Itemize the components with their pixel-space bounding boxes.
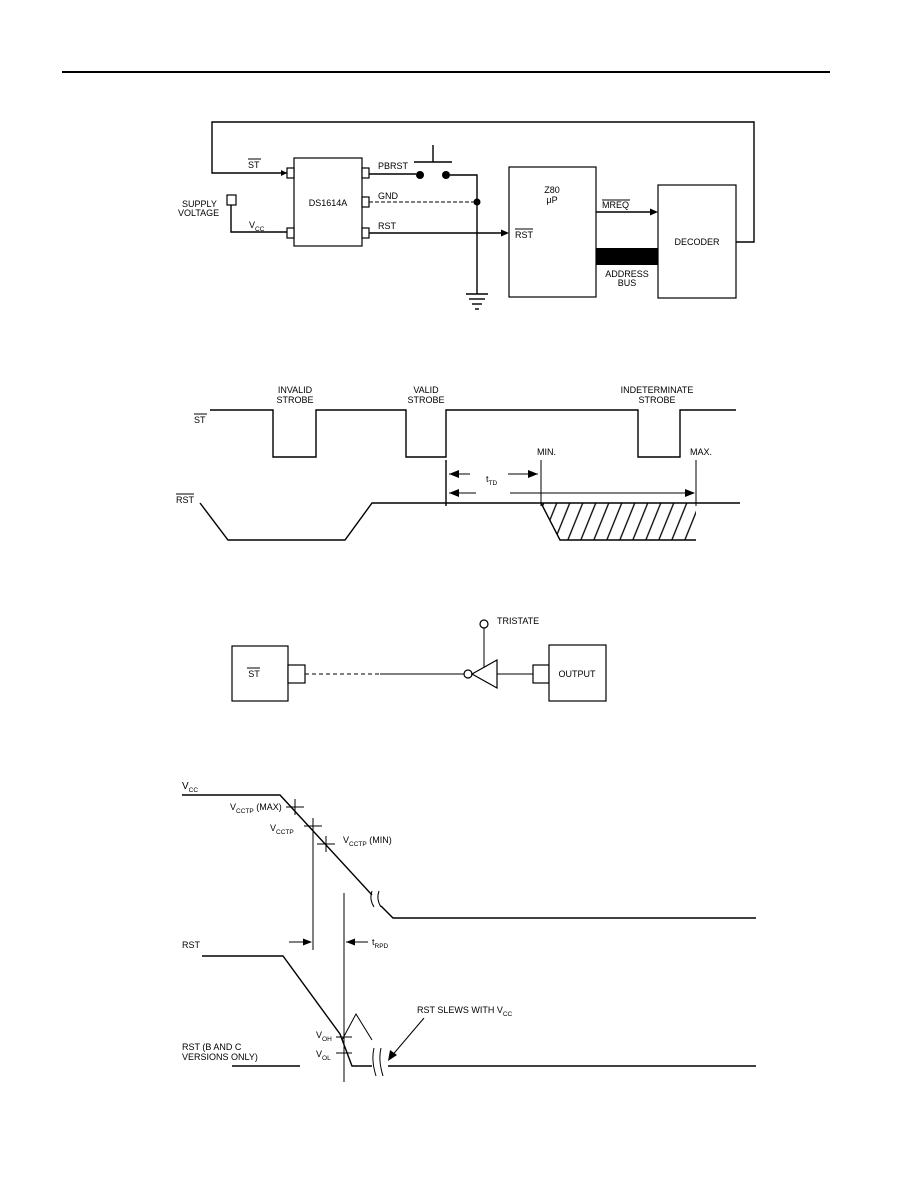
st-signal-label: ST [194, 415, 206, 425]
decoder-to-st-wire [211, 121, 755, 243]
ds1614a-chip [293, 157, 363, 247]
tristate-diagram: ST TRISTATE OUTPUT [231, 616, 607, 702]
decoder-label: DECODER [674, 237, 720, 247]
cpu-label: Z80 [544, 185, 560, 195]
mreq-label: MREQ [602, 200, 629, 210]
invalid-strobe-label-2: STROBE [276, 395, 313, 405]
slews-label: RST SLEWS WITH VCC [417, 1005, 513, 1018]
trpd-label: tRPD [372, 937, 389, 950]
min-label: MIN. [537, 447, 556, 457]
pin-pbrst [361, 167, 370, 179]
gnd-label: GND [378, 191, 399, 201]
cpu-label-2: μP [546, 195, 557, 205]
ttd-label: tTD [486, 474, 497, 487]
indeterminate-region [541, 503, 696, 540]
st-block-label: ST [248, 669, 260, 679]
vcc-pin-label: VCC [249, 220, 265, 233]
indeterminate-strobe-label-2: STROBE [638, 395, 675, 405]
ttd-min-left-arrowhead [449, 470, 459, 478]
invalid-strobe-label: INVALID [278, 385, 313, 395]
output-block [548, 644, 607, 702]
valid-strobe-label-2: STROBE [407, 395, 444, 405]
rst-break-mark [372, 1047, 384, 1077]
pushbutton-contact-right [442, 171, 450, 179]
power-down-timing-diagram: VCC VCCTP (MAX) VCCTP VCCTP (MIN) tRPD R… [182, 781, 756, 1082]
pin-rst [361, 227, 370, 239]
application-circuit-diagram: ST SUPPLY VOLTAGE VCC DS1614A PBRST GND … [178, 121, 755, 310]
z80-cpu [508, 166, 597, 298]
ttd-max-left-arrowhead [449, 489, 459, 497]
indeterminate-strobe-label: INDETERMINATE [621, 385, 694, 395]
pin-vcc [286, 227, 295, 239]
chip-label: DS1614A [309, 198, 348, 208]
st-block-pin [287, 664, 306, 684]
st-arrow [281, 170, 287, 176]
vcctp-label: VCCTP [270, 823, 294, 836]
rst-waveform [199, 502, 541, 541]
valid-strobe-label: VALID [413, 385, 439, 395]
pin-gnd [361, 196, 370, 208]
tristate-label: TRISTATE [497, 616, 539, 626]
ttd-min-right-arrowhead [528, 470, 538, 478]
max-label: MAX. [690, 447, 712, 457]
rst-arrow [501, 229, 509, 237]
st-label: ST [248, 160, 260, 170]
decoder-block [657, 184, 737, 299]
vcctp-max-label: VCCTP (MAX) [230, 802, 282, 815]
address-bus [596, 248, 658, 265]
trpd-right-arrowhead [346, 938, 355, 946]
cpu-rst-label: RST [515, 230, 534, 240]
st-block [231, 645, 289, 702]
vcctp-min-label: VCCTP (MIN) [343, 835, 392, 848]
output-block-pin [532, 664, 550, 684]
output-label: OUTPUT [559, 669, 597, 679]
vcc-break-mark [370, 890, 382, 908]
rst-label: RST [378, 221, 397, 231]
slews-pointer [389, 1017, 425, 1059]
ground-icon [466, 293, 488, 310]
voh-label: VOH [316, 1030, 332, 1043]
rst-bc-ramp [341, 1012, 373, 1041]
rst-bc-label-2: VERSIONS ONLY) [182, 1052, 258, 1062]
pbrst-label: PBRST [378, 161, 409, 171]
vcc-waveform [182, 794, 373, 896]
strobe-timing-diagram: INVALID STROBE VALID STROBE INDETERMINAT… [176, 385, 740, 541]
supply-terminal [226, 194, 237, 206]
st-waveform [210, 409, 736, 458]
supply-voltage-label-2: VOLTAGE [178, 208, 219, 218]
trpd-left-arrowhead [303, 938, 312, 946]
address-bus-label: ADDRESS [605, 269, 649, 279]
address-bus-label-2: BUS [618, 278, 637, 288]
ttd-max-right-arrowhead [685, 489, 695, 497]
pushbutton-ground-wire [450, 174, 478, 294]
supply-wire [230, 205, 287, 233]
slews-pointer-arrowhead [388, 1050, 397, 1061]
rst-label: RST [182, 940, 201, 950]
vcc-waveform-tail [380, 905, 756, 919]
gnd-junction [473, 198, 481, 206]
vol-label: VOL [316, 1049, 331, 1062]
mreq-arrow [650, 208, 658, 216]
rst-waveform [202, 955, 372, 1067]
rst-signal-label: RST [176, 495, 195, 505]
pushbutton-contact-left [416, 171, 424, 179]
tristate-terminal [479, 619, 489, 629]
rst-bc-label: RST (B AND C [182, 1042, 242, 1052]
supply-voltage-label: SUPPLY [182, 199, 217, 209]
vcc-label: VCC [182, 781, 198, 794]
indeterminate-edge [540, 502, 696, 541]
pin-st [286, 167, 295, 179]
